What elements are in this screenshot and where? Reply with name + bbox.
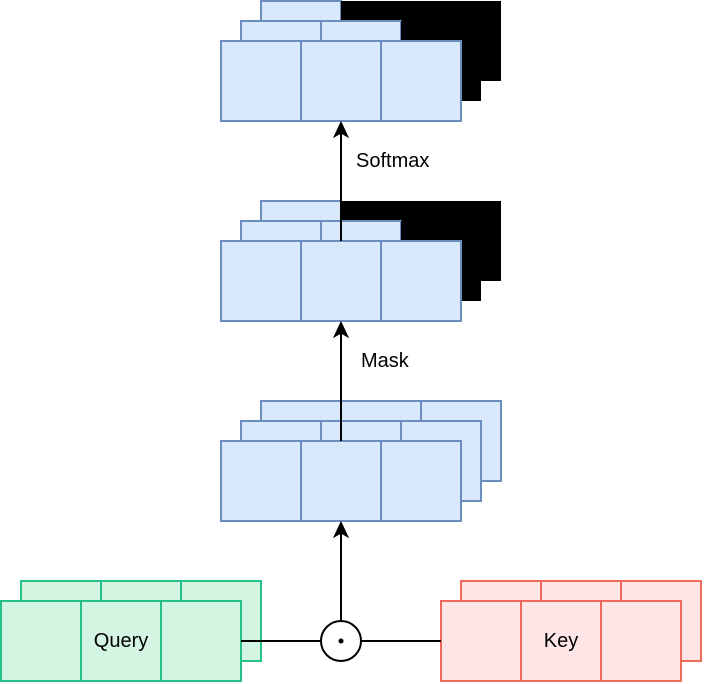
key-stack: Key — [440, 580, 702, 682]
query-label: Query — [94, 630, 148, 652]
dot-product-operator — [320, 620, 362, 662]
key-label: Key — [544, 630, 578, 652]
softmax-layer-1 — [220, 40, 462, 122]
arrow-dot-to-scores — [332, 520, 350, 621]
query-stack: Query — [0, 580, 262, 682]
masked-stack — [220, 200, 501, 322]
score-layer-1 — [220, 440, 462, 522]
score-stack — [220, 400, 502, 522]
masked-layer-1 — [220, 240, 462, 322]
arrow-scores-to-masked — [332, 320, 350, 441]
query-front-layer — [0, 600, 242, 682]
softmax-label: Softmax — [356, 150, 429, 172]
dot-operator-center — [338, 638, 344, 644]
mask-label: Mask — [361, 350, 410, 372]
arrow-masked-to-softmax — [332, 120, 350, 241]
key-front-layer — [440, 600, 682, 682]
softmax-stack — [220, 0, 501, 122]
